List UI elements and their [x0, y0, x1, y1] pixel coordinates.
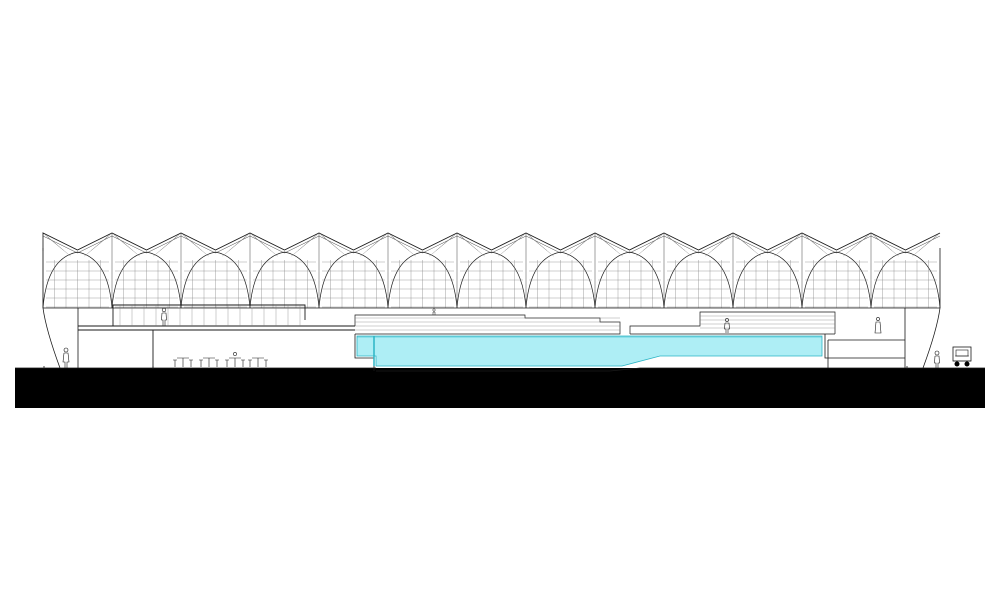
roof-rib: [291, 237, 314, 257]
truss-arch: [801, 251, 872, 309]
human-figure: [934, 350, 940, 368]
upper-deck: [78, 304, 355, 368]
roof-rib: [774, 237, 797, 257]
cafe-table: [225, 357, 245, 367]
truss-arch: [663, 251, 734, 309]
human-figure: [161, 307, 167, 326]
truss-arch: [525, 251, 596, 309]
roof-rib: [498, 237, 521, 257]
roof-rib: [705, 237, 728, 257]
human-figure: [233, 352, 237, 356]
upper-glazing: [119, 305, 301, 326]
left-facade: [42, 248, 79, 369]
human-figure: [62, 347, 70, 368]
right-low-block: [827, 339, 905, 368]
roof-rib: [429, 237, 452, 257]
cafe-table: [248, 357, 268, 367]
roof-rib: [84, 237, 107, 257]
vending-cart: [952, 346, 972, 367]
roof-rib: [807, 237, 830, 257]
cafe-table: [199, 357, 219, 367]
roof-rib: [186, 237, 209, 257]
cafe-table: [173, 357, 193, 367]
step-risers: [355, 315, 835, 331]
truss-arch: [387, 251, 458, 309]
roof-inner-line: [42, 235, 941, 254]
roof-rib: [843, 237, 866, 257]
roof-rib: [636, 237, 659, 257]
ground-surface-line: [15, 367, 985, 372]
truss-arch: [111, 251, 182, 309]
roof-rib: [324, 237, 347, 257]
roof-rib: [117, 237, 140, 257]
roof-rib: [531, 237, 554, 257]
terraced-steps-right: [629, 311, 836, 335]
folded-roof: [42, 232, 941, 254]
roof-rib: [462, 237, 485, 257]
human-figure: [874, 317, 882, 334]
roof-rib: [876, 237, 899, 257]
roof-rib: [48, 237, 71, 257]
roof-rib: [912, 237, 935, 257]
roof-ridge-line: [42, 232, 941, 251]
truss-arch: [42, 251, 113, 309]
truss-arch: [180, 251, 251, 309]
truss-arch: [594, 251, 665, 309]
roof-rib: [600, 237, 623, 257]
pool-water: [356, 335, 823, 367]
roof-rib: [738, 237, 761, 257]
human-figure: [724, 318, 730, 333]
ground-posts: [43, 366, 908, 369]
human-figure: [432, 308, 436, 315]
roof-rib: [222, 237, 245, 257]
truss-arch: [456, 251, 527, 309]
roof-rib: [255, 237, 278, 257]
roof-rib: [360, 237, 383, 257]
cafe-tables: [173, 352, 268, 367]
truss-arch: [318, 251, 389, 309]
ground-slab: [15, 368, 985, 408]
roof-rib: [393, 237, 416, 257]
arched-trusses: [42, 233, 941, 309]
truss-arch: [249, 251, 320, 309]
roof-rib: [153, 237, 176, 257]
truss-arch: [870, 251, 941, 309]
truss-arch: [732, 251, 803, 309]
roof-rib: [669, 237, 692, 257]
roof-rib: [567, 237, 590, 257]
